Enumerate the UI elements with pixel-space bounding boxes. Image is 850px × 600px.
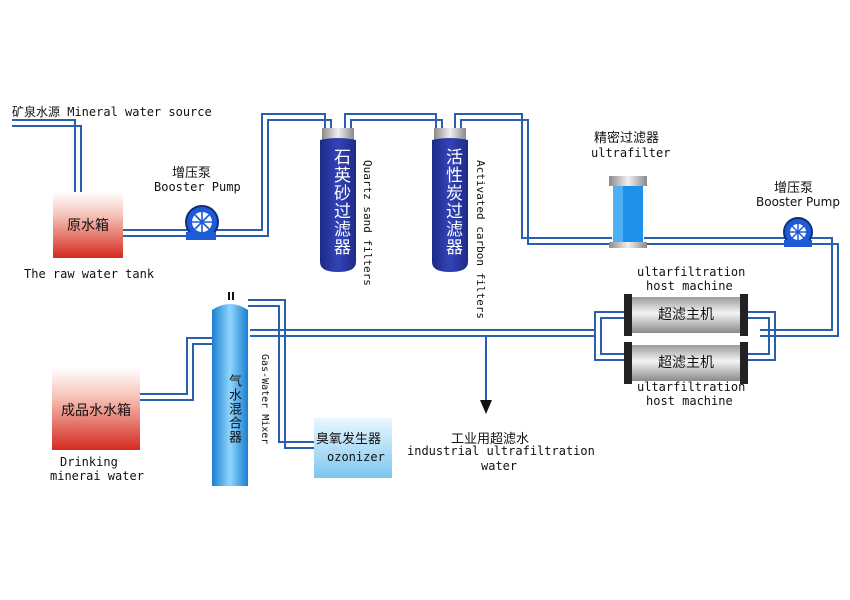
booster-pump-2-cn: 增压泵: [774, 181, 814, 196]
product-tank-label: 成品水水箱: [61, 403, 131, 419]
mixer-label: 气水混合器: [226, 374, 241, 444]
booster-pump-icon: [783, 217, 813, 247]
product-tank-en-line2: minerai water: [50, 469, 144, 483]
industrial-output-en-line1: industrial ultrafiltration: [407, 444, 595, 458]
ozonizer-cn: 臭氧发生器: [316, 432, 382, 447]
booster-pump-1-en: Booster Pump: [154, 180, 241, 194]
product-tank-en-line1: Drinking: [60, 455, 118, 469]
quartz-filter-caption: Quartz sand filters: [361, 160, 374, 286]
carbon-filter-vessel: [432, 128, 468, 272]
booster-pump-2-en: Booster Pump: [756, 195, 840, 209]
uf-machine-1-en-line2: host machine: [646, 279, 733, 293]
uf-machine-2-label: 超滤主机: [658, 355, 714, 371]
quartz-filter-label: 石英砂过滤器: [330, 148, 350, 256]
raw-tank-label: 原水箱: [67, 218, 109, 234]
quartz-filter-vessel: [320, 128, 356, 272]
mixer-caption: Gas-Water Mixer: [259, 354, 270, 445]
booster-pump-icon: [185, 205, 219, 240]
source-label: 矿泉水源 Mineral water source: [12, 105, 212, 119]
pipe-network: [12, 113, 839, 449]
gas-water-mixer-shape: [212, 292, 248, 486]
microfilter-cartridge: [609, 176, 647, 248]
uf-machine-1-label: 超滤主机: [658, 307, 714, 323]
raw-tank-shape: [53, 192, 123, 258]
uf-machine-1-en-line1: ultarfiltration: [637, 265, 746, 279]
product-tank-shape: [52, 368, 140, 450]
raw-tank-caption: The raw water tank: [24, 267, 155, 281]
industrial-output-cn: 工业用超滤水: [451, 432, 530, 447]
flow-arrow-icon: [480, 400, 492, 414]
microfilter-en: ultrafilter: [591, 146, 671, 160]
carbon-filter-label: 活性炭过滤器: [442, 148, 462, 256]
uf-machine-2-en-line1: ultarfiltration: [637, 380, 746, 394]
booster-pump-1-cn: 增压泵: [172, 166, 212, 181]
uf-machine-2-en-line2: host machine: [646, 394, 733, 408]
ozonizer-shape: [314, 418, 392, 478]
ozonizer-en: ozonizer: [327, 450, 385, 464]
industrial-output-en-line2: water: [481, 459, 518, 473]
carbon-filter-caption: Activated carbon filters: [474, 160, 487, 319]
microfilter-cn: 精密过滤器: [594, 131, 660, 146]
uf-machine-1-shape: [624, 294, 748, 336]
uf-machine-2-shape: [624, 342, 748, 384]
